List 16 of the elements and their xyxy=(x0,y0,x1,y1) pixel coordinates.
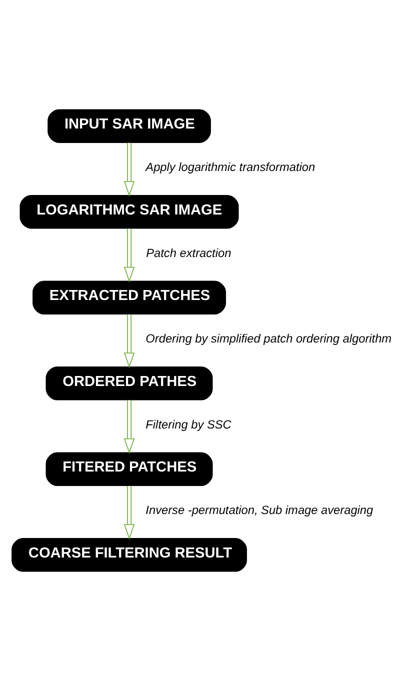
arrow xyxy=(124,228,135,282)
node-box: LOGARITHMC SAR IMAGE xyxy=(20,194,239,229)
edge-label: Filtering by SSC xyxy=(146,417,232,432)
arrow xyxy=(124,400,135,454)
arrow xyxy=(124,142,135,197)
arrow xyxy=(124,485,135,540)
node-box: ORDERED PATHES xyxy=(46,366,213,400)
arrow xyxy=(124,314,135,368)
node-box: COARSE FILTERING RESULT xyxy=(12,538,247,572)
edge-label: Patch extraction xyxy=(146,246,232,260)
node-box: FITERED PATCHES xyxy=(46,452,213,486)
node-box: INPUT SAR IMAGE xyxy=(48,109,211,143)
edge-label: Inverse -permutation, Sub image averaging xyxy=(146,503,374,518)
node-box: EXTRACTED PATCHES xyxy=(32,280,226,314)
edge-label: Apply logarithmic transformation xyxy=(146,160,316,174)
edge-label: Ordering by simplified patch ordering algorithm xyxy=(146,332,392,346)
